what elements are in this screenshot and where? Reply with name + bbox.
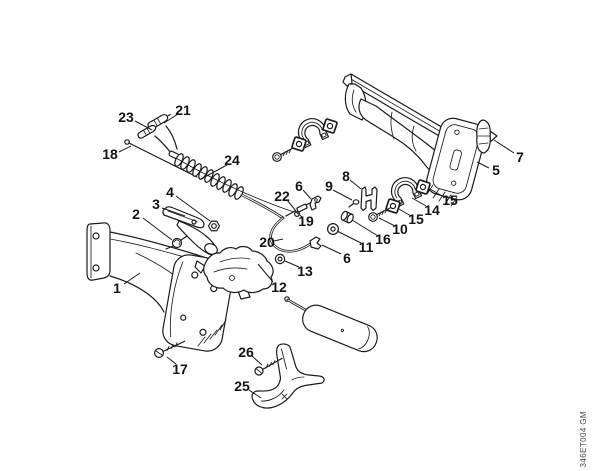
wire-ring-22: [294, 211, 301, 218]
callout-4: 4: [166, 184, 174, 200]
grommet-11: [327, 223, 340, 236]
part-nut-4: [207, 220, 221, 232]
callout-6-lower: 6: [343, 250, 351, 266]
callout-9: 9: [325, 178, 333, 194]
callout-7: 7: [516, 149, 524, 165]
bushing-16: [340, 210, 354, 224]
callout-2: 2: [132, 206, 140, 222]
square-nut-15: [415, 179, 431, 195]
leader-lines: [118, 113, 515, 399]
callout-17: 17: [172, 361, 188, 377]
callout-3: 3: [152, 196, 160, 212]
callout-6-upper: 6: [295, 178, 303, 194]
callout-15-lower: 15: [408, 211, 424, 227]
callout-13: 13: [297, 263, 313, 279]
wire-hook: [124, 139, 130, 145]
callout-26: 26: [238, 344, 254, 360]
part-grip-rod: [284, 296, 378, 353]
screw-9: [348, 199, 360, 208]
part-interlock-12: [194, 245, 274, 300]
callout-15-upper: 15: [442, 192, 458, 208]
clamp-assembly-14-15-10: [368, 177, 431, 222]
clamp-assembly-upper: [272, 118, 338, 162]
square-nut: [291, 136, 307, 152]
part-wiring-harness: [124, 113, 322, 253]
part-switch-7: [476, 119, 498, 154]
clamp-14: [390, 177, 423, 208]
callout-21: 21: [175, 102, 191, 118]
clip-8: [360, 186, 378, 212]
screw-17: [154, 340, 186, 359]
watermark: 346ET004 GM: [577, 407, 589, 471]
part-spring-2: [165, 235, 188, 250]
part-housing-right-5: [342, 73, 486, 207]
callout-23: 23: [118, 109, 134, 125]
callout-24: 24: [224, 152, 240, 168]
screw-26: [254, 357, 283, 376]
callout-22: 22: [274, 188, 290, 204]
callout-8: 8: [342, 168, 350, 184]
callout-11: 11: [358, 239, 374, 255]
callout-5: 5: [492, 162, 500, 178]
cable-end-6-lower: [309, 236, 322, 250]
square-nut: [322, 118, 338, 134]
connector-23: [137, 124, 157, 139]
cable-end-6-upper: [309, 195, 322, 211]
screw-10: [368, 207, 391, 222]
callout-1: 1: [113, 280, 121, 296]
square-nut-15: [385, 198, 401, 214]
callout-25: 25: [234, 378, 250, 394]
callout-19: 19: [298, 213, 314, 229]
callout-20: 20: [259, 234, 275, 250]
callout-12: 12: [271, 279, 287, 295]
clamp-screw: [272, 147, 294, 162]
callout-14: 14: [424, 202, 440, 218]
part-trigger-3: [162, 206, 218, 256]
callout-10: 10: [392, 221, 408, 237]
callout-16: 16: [375, 231, 391, 247]
part-fork-25: [251, 343, 325, 409]
callout-18: 18: [102, 146, 118, 162]
watermark-code: 346ET004 GM: [578, 410, 588, 468]
cable-barrel-19: [296, 203, 308, 213]
part-washer-13: [274, 253, 286, 265]
